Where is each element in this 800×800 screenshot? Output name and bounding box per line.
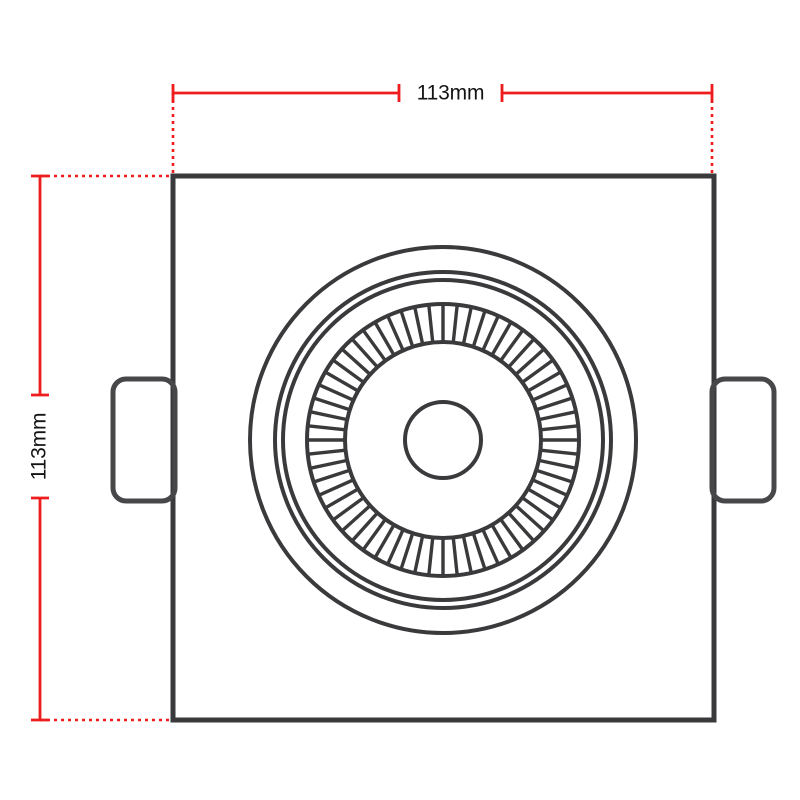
reflector-fin [481, 528, 500, 565]
reflector-fin [399, 532, 415, 570]
reflector-fin [324, 370, 359, 393]
reflector-fin [318, 478, 355, 497]
reflector-fin [373, 524, 396, 559]
reflector-fin [461, 535, 473, 574]
reflector-fin [324, 487, 359, 510]
reflector-fin [427, 304, 435, 343]
reflector-fin [413, 535, 425, 574]
left-spring-clip [110, 376, 178, 504]
bezel-inner-ring [273, 270, 613, 610]
reflector-fin [427, 537, 435, 576]
reflector-fin [361, 518, 387, 552]
reflector-fin [490, 321, 513, 356]
fin-ring-outer [305, 302, 581, 578]
reflector-fin [499, 518, 525, 552]
reflector-fin [331, 496, 365, 522]
reflector-fin [451, 304, 459, 343]
reflector-fin [538, 410, 577, 422]
reflector-fin [307, 424, 346, 432]
reflector-fin [413, 306, 425, 345]
reflector-fin [309, 458, 348, 470]
reflector-outer-ring [281, 278, 605, 602]
reflector-fin [514, 504, 546, 533]
reflector-fin [361, 328, 387, 362]
reflector-fin [535, 468, 573, 484]
reflector-fin [350, 511, 379, 543]
reflector-fin [531, 478, 568, 497]
width-dimension-label: 113mm [417, 82, 484, 105]
reflector-fin [471, 310, 487, 348]
reflector-fin [507, 337, 536, 369]
reflector-fin [461, 306, 473, 345]
reflector-fin [307, 448, 346, 456]
reflector-fin [399, 310, 415, 348]
reflector-fin [340, 347, 372, 376]
reflector-fin [531, 383, 568, 402]
outer-bezel-ring [248, 245, 638, 635]
right-spring-clip [709, 376, 777, 504]
reflector-fin [538, 458, 577, 470]
reflector-fin [373, 321, 396, 356]
reflector-fin [471, 532, 487, 570]
reflector-fin [386, 315, 405, 352]
reflector-fin [490, 524, 513, 559]
reflector-fin [521, 358, 555, 384]
reflector-fin [451, 537, 459, 576]
reflector-fin [499, 328, 525, 362]
reflector-fin [340, 504, 372, 533]
fin-ring-inner [343, 340, 543, 540]
reflector-fin [540, 448, 579, 456]
reflector-fin [313, 396, 351, 412]
square-housing-body [170, 173, 717, 723]
reflector-fin [527, 487, 562, 510]
top-dimension-group: 113mm [171, 82, 714, 176]
left-dimension-group: 113mm [28, 174, 173, 722]
reflector-fin [527, 370, 562, 393]
reflector-fin [331, 358, 365, 384]
reflector-fin [481, 315, 500, 352]
reflector-fin [535, 396, 573, 412]
reflector-fin [514, 347, 546, 376]
center-hub [403, 400, 483, 480]
reflector-fin [313, 468, 351, 484]
reflector-fin [521, 496, 555, 522]
height-dimension-label: 113mm [28, 413, 51, 480]
reflector-fin [386, 528, 405, 565]
reflector-fin [540, 424, 579, 432]
reflector-fin [350, 337, 379, 369]
reflector-fin [507, 511, 536, 543]
reflector-fin-group [307, 304, 579, 576]
reflector-fin [318, 383, 355, 402]
reflector-fin [309, 410, 348, 422]
